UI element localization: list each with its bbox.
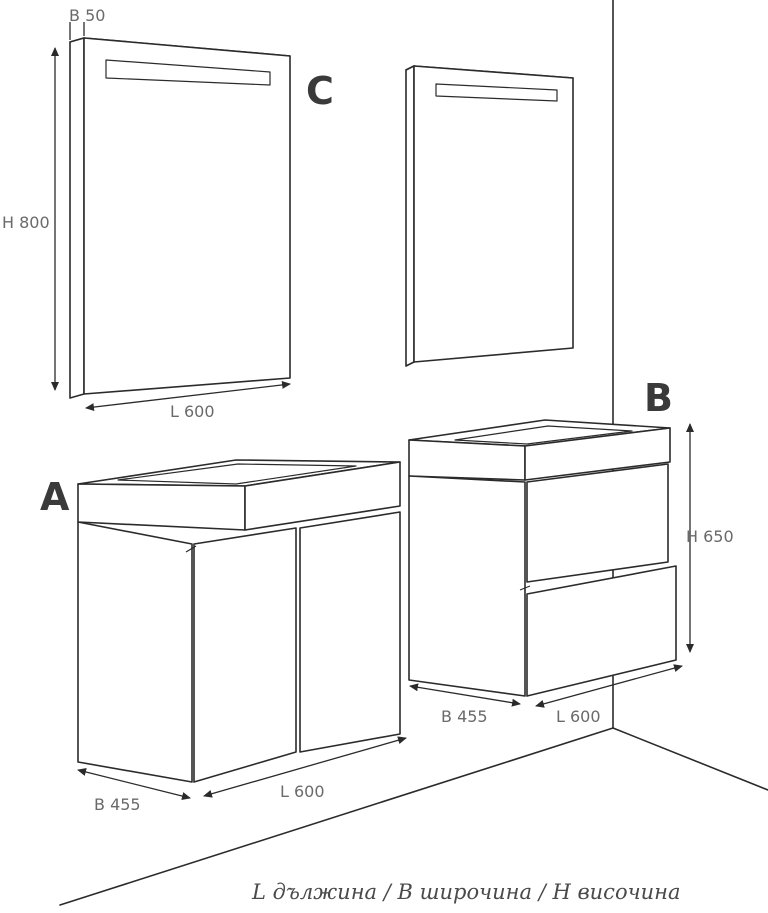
cabinet-b-length-arrow bbox=[535, 664, 683, 708]
floor-right-line bbox=[612, 727, 768, 791]
cabinet-a-depth-arrow bbox=[77, 768, 191, 800]
label-c: C bbox=[306, 69, 334, 113]
cabinet-b-basin bbox=[454, 425, 633, 445]
cabinet-b-drawer-top bbox=[526, 463, 669, 583]
mirror-c-side bbox=[69, 37, 85, 399]
cabinet-a-handle bbox=[185, 545, 197, 553]
cabinet-b bbox=[408, 419, 677, 697]
label-a: A bbox=[40, 475, 70, 519]
cabinet-b-depth-arrow bbox=[409, 683, 521, 707]
mirror-length-arrow bbox=[85, 380, 291, 412]
dimension-lines bbox=[51, 22, 694, 800]
mirror-c bbox=[69, 37, 291, 399]
dimension-legend: L дължина / В широчина / Н височина bbox=[251, 880, 681, 904]
cabinet-a-door-right bbox=[299, 511, 401, 753]
cabinet-a-counter-front bbox=[244, 461, 401, 531]
mirror-c-front bbox=[83, 37, 291, 395]
cabinet-a-basin bbox=[117, 463, 357, 485]
cabinet-a-counter-side bbox=[77, 483, 246, 531]
cabinet-a-length-arrow bbox=[203, 736, 407, 798]
floor-left-line bbox=[59, 727, 614, 906]
mirror-depth-label: В 50 bbox=[69, 6, 105, 25]
cabinet-b-handle-gap bbox=[519, 585, 531, 591]
cabinet-b-depth-label: В 455 bbox=[441, 707, 488, 726]
mirror-height-label: Н 800 bbox=[2, 213, 50, 232]
mirror-length-label: L 600 bbox=[170, 402, 215, 421]
cabinet-b-drawer-bottom bbox=[526, 565, 677, 697]
mirror-second-front bbox=[413, 65, 574, 363]
cabinet-a-length-label: L 600 bbox=[280, 782, 325, 801]
mirror-second-side bbox=[405, 65, 415, 367]
label-b: B bbox=[644, 376, 673, 420]
cabinet-a-door-left bbox=[193, 527, 297, 783]
mirror-c-light-strip bbox=[105, 59, 271, 86]
cabinet-a-side bbox=[77, 521, 193, 783]
cabinet-a bbox=[77, 459, 401, 783]
cabinet-b-length-label: L 600 bbox=[556, 707, 601, 726]
cabinet-b-counter-side bbox=[408, 439, 526, 481]
cabinet-a-depth-label: В 455 bbox=[94, 795, 141, 814]
mirror-second bbox=[405, 65, 574, 367]
mirror-second-light-strip bbox=[435, 83, 558, 102]
cabinet-b-counter-front bbox=[524, 427, 671, 481]
cabinet-b-height-label: Н 650 bbox=[686, 527, 734, 546]
cabinet-b-side bbox=[408, 475, 526, 697]
